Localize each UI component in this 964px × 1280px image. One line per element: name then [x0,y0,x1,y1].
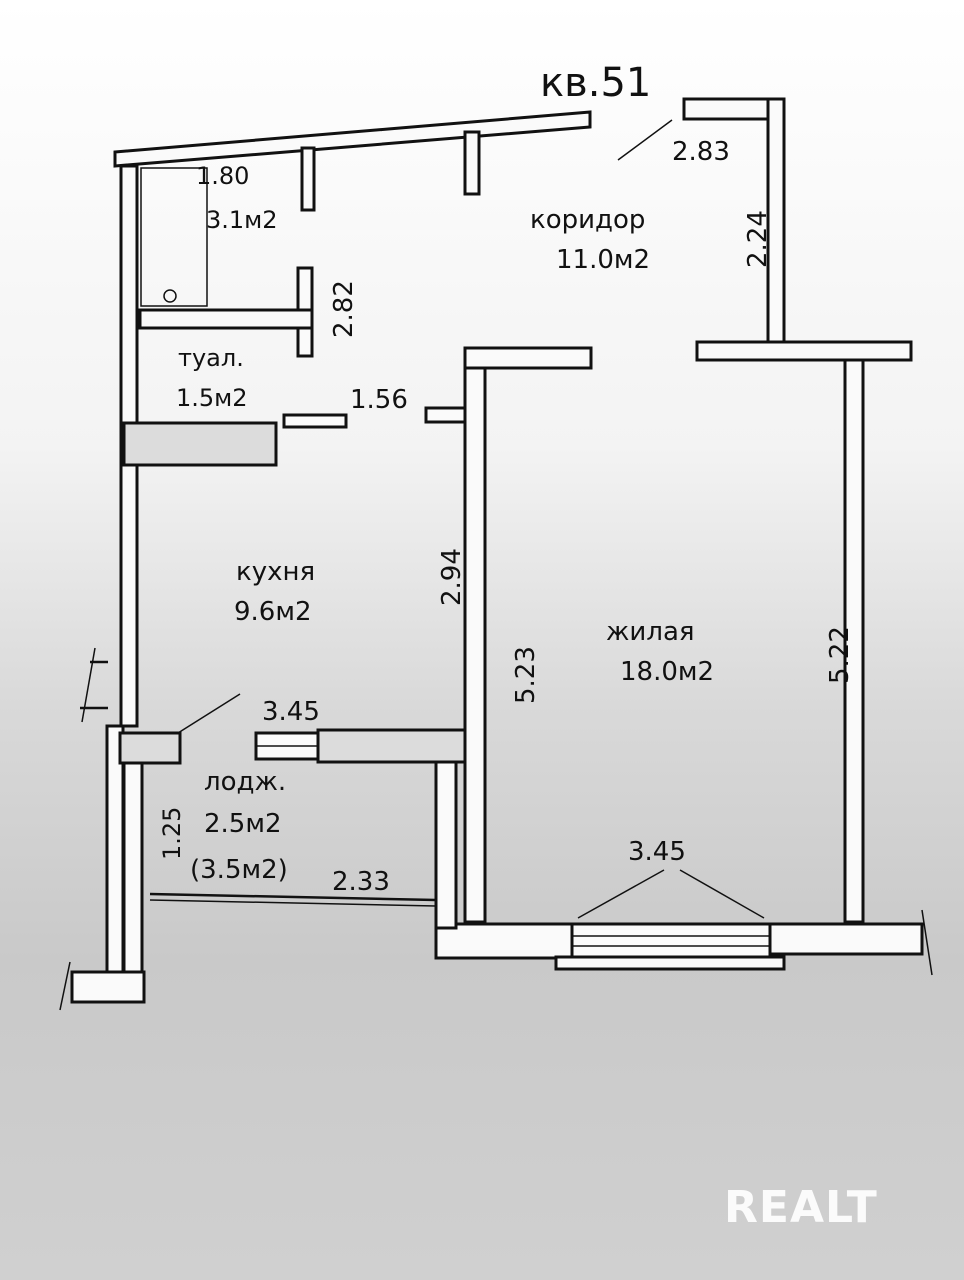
kitchen-area: 9.6м2 [234,597,312,627]
bottom-wall-right [768,922,924,956]
kitchen-door-stub [282,413,348,429]
corridor-door-stub [424,406,468,424]
dim-224: 2.24 [743,210,773,268]
dim-345-kitchen: 3.45 [262,697,320,727]
loggia-area-full: (3.5м2) [190,855,288,885]
dim-345-living: 3.45 [628,837,686,867]
bathtub-drain [163,289,177,303]
leader-345-kitchen [177,693,241,734]
kitchen-name: кухня [236,557,315,587]
realt-watermark: REALT [724,1182,878,1233]
fixtures [59,119,933,1011]
loggia-right-wall [434,756,458,930]
bathroom-area: 3.1м2 [206,206,278,234]
window-leader-right [679,869,765,919]
top-right-block [682,97,782,121]
leader-283 [617,119,673,161]
loggia-area: 2.5м2 [204,809,282,839]
bottom-break-left [59,961,71,1011]
dim-283: 2.83 [672,137,730,167]
dim-125: 1.25 [158,807,186,860]
dim-294: 2.94 [437,548,467,606]
bottom-break-right [921,909,933,976]
living-area: 18.0м2 [620,657,714,687]
kitchen-top-wall [122,421,278,467]
toilet-name: туал. [178,344,244,372]
bathroom-wall-stub [300,146,316,212]
dim-282: 2.82 [329,280,359,338]
loggia-left-wall [122,760,144,978]
corridor-wall-stub [463,130,481,196]
toilet-area: 1.5м2 [176,384,248,412]
bathroom-dim: 1.80 [196,162,249,190]
apartment-title: кв.51 [540,60,651,106]
loggia-rail-inner [149,899,437,907]
living-top-wall [695,340,913,362]
kitchen-bottom-left-wall [118,731,182,765]
dim-156: 1.56 [350,385,408,415]
central-wall [463,350,487,924]
dim-523: 5.23 [511,646,541,704]
top-wall [113,110,592,168]
window-leader-left [577,869,665,919]
living-name: жилая [606,617,695,647]
loggia-rail-outer [149,892,437,902]
toilet-t-wall-horizontal [138,308,314,330]
bottom-wall-left [434,922,574,960]
dim-233: 2.33 [332,867,390,897]
left-break-1 [81,647,96,723]
kitchen-bottom-wall [316,728,467,764]
corridor-area: 11.0м2 [556,245,650,275]
dim-522: 5.22 [825,626,855,684]
loggia-name: лодж. [204,767,286,797]
bottom-left-block [70,970,146,1004]
central-wall-top [463,346,593,370]
window-sill [554,955,786,971]
corridor-name: коридор [530,205,645,235]
labels: кв.51 1.80 3.1м2 коридор 11.0м2 2.83 2.2… [158,60,855,897]
living-right-wall [843,358,865,924]
bathtub [140,167,208,307]
window-block [570,922,772,960]
walls [70,97,924,1004]
